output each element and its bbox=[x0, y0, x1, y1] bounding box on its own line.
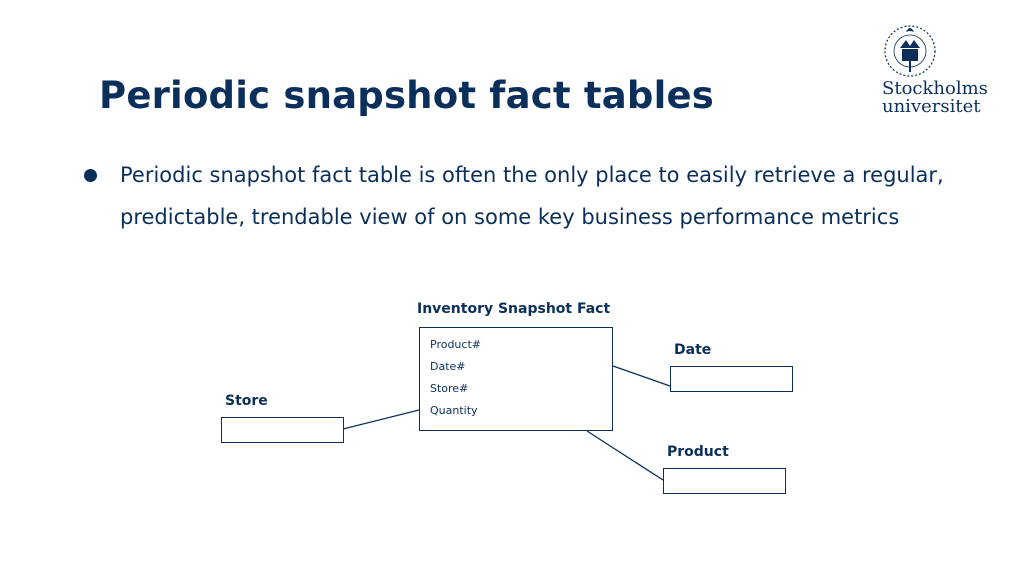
fact-attribute-date: Date# bbox=[430, 360, 466, 373]
product-dimension-box bbox=[663, 468, 786, 494]
store-dimension-box bbox=[221, 417, 344, 443]
page-title: Periodic snapshot fact tables bbox=[99, 74, 715, 117]
bullet-point-icon bbox=[84, 169, 97, 182]
wordmark-line-1: Stockholms bbox=[882, 78, 988, 99]
fact-attribute-store: Store# bbox=[430, 382, 469, 395]
fact-table-label: Inventory Snapshot Fact bbox=[417, 301, 611, 317]
connector-product bbox=[586, 430, 664, 481]
store-label: Store bbox=[225, 393, 268, 409]
date-label: Date bbox=[674, 342, 712, 358]
bullet-text: Periodic snapshot fact table is often th… bbox=[120, 163, 944, 229]
connector-date bbox=[612, 365, 671, 387]
wordmark-line-2: universitet bbox=[882, 96, 981, 117]
fact-attribute-product: Product# bbox=[430, 338, 481, 351]
connector-store bbox=[342, 409, 420, 430]
product-label: Product bbox=[667, 444, 729, 460]
fact-attribute-quantity: Quantity bbox=[430, 404, 478, 417]
fact-table-box: Product# Date# Store# Quantity bbox=[419, 327, 613, 431]
university-wordmark: Stockholms universitet bbox=[882, 80, 988, 116]
university-seal-icon bbox=[884, 25, 936, 77]
date-dimension-box bbox=[670, 366, 793, 392]
